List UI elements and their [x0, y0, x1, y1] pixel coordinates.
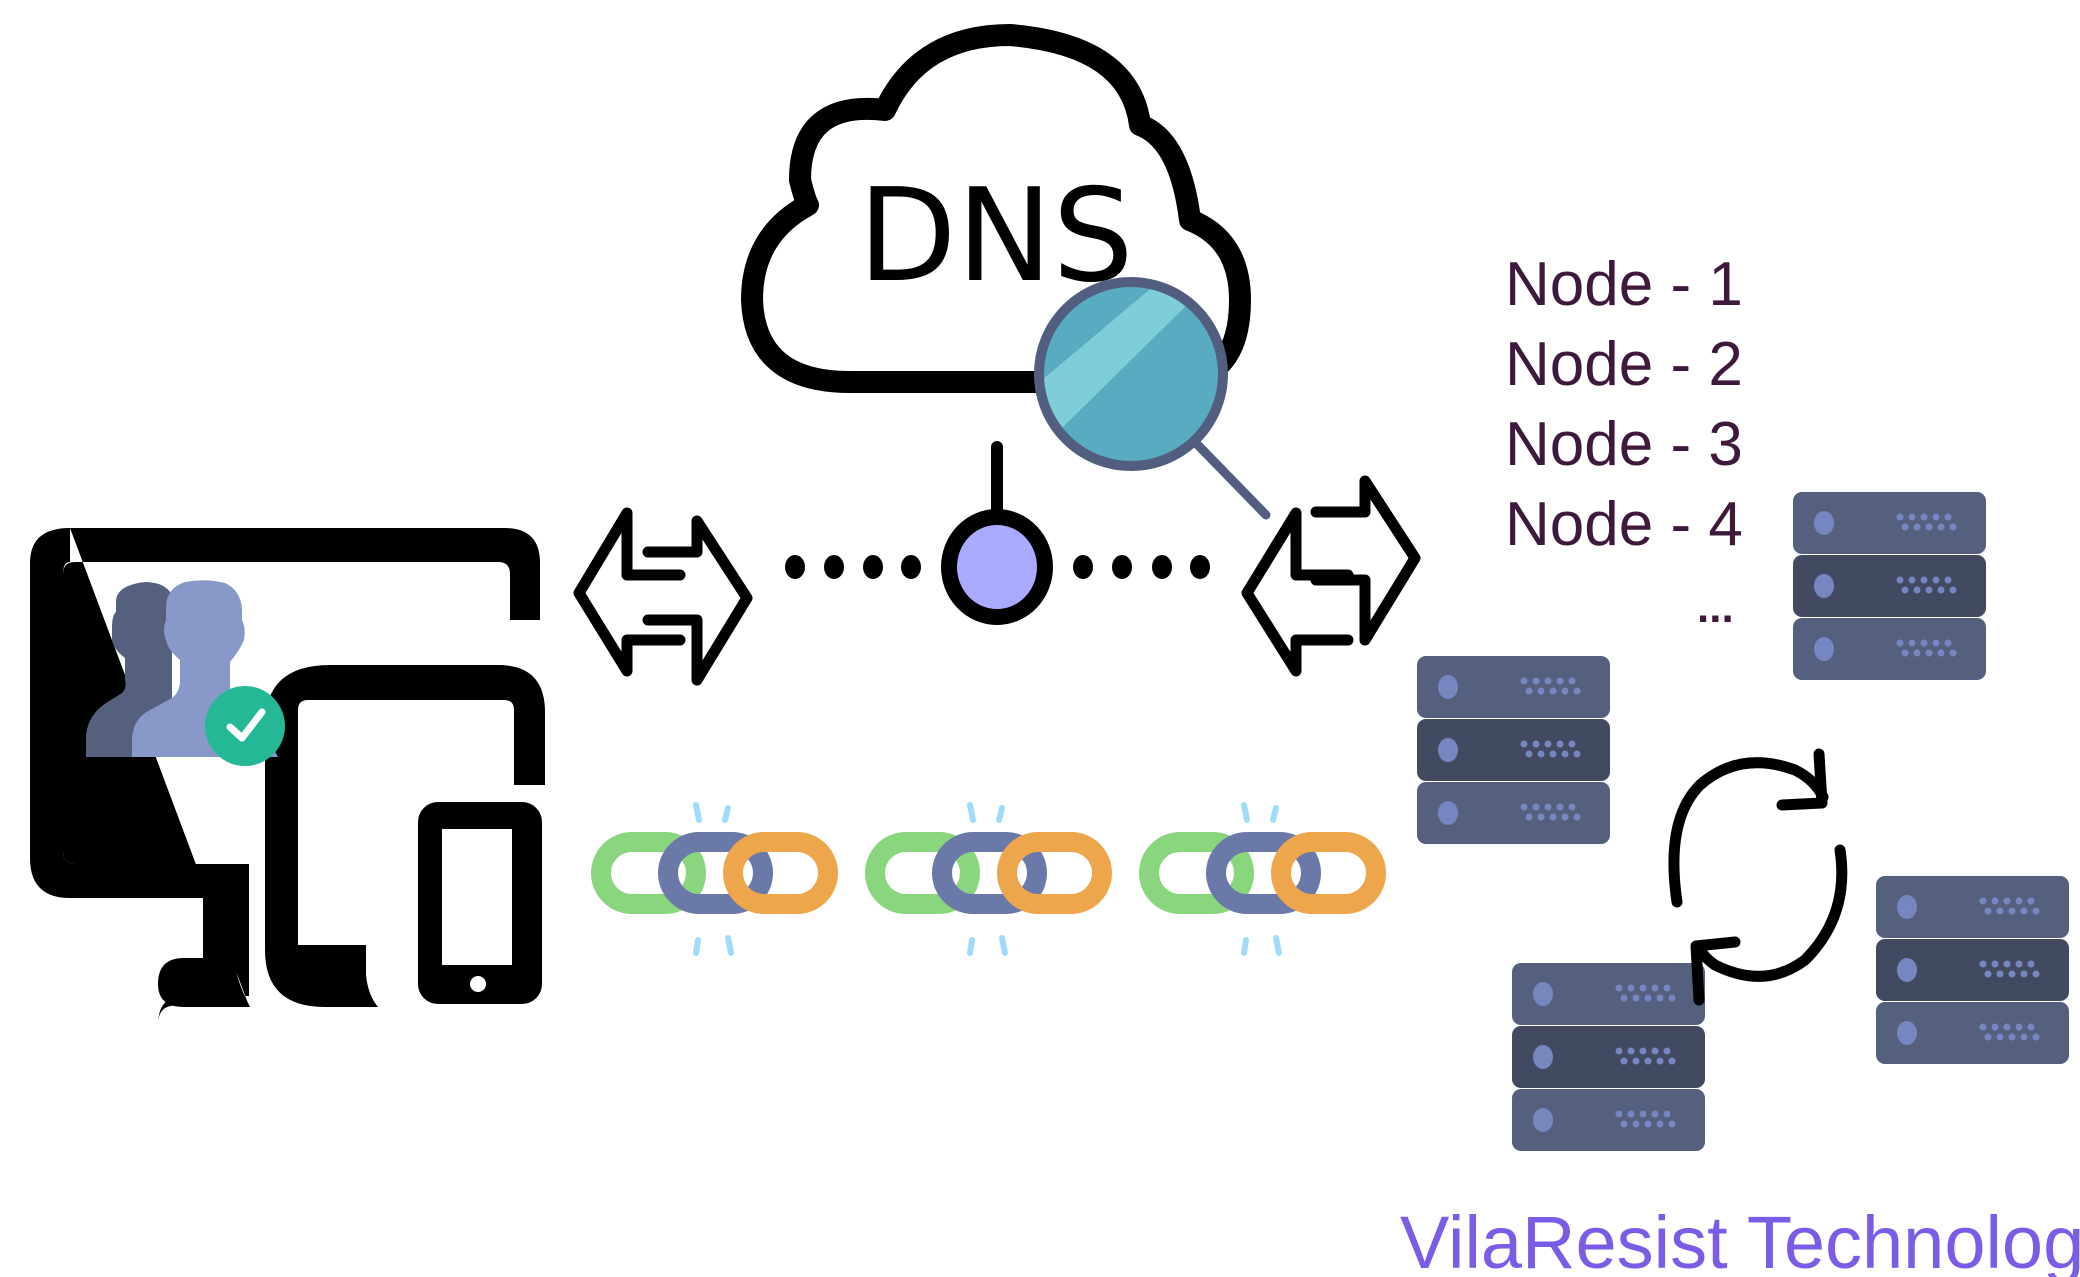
resolver-connector: [785, 441, 1210, 625]
double-arrow-icon-left: [573, 507, 753, 686]
check-badge-icon: [205, 686, 285, 766]
server-rack-icon: [1793, 492, 1986, 680]
monitor-icon: [63, 528, 540, 1025]
dotted-line-left: [785, 555, 921, 579]
double-arrow-icon-right: [1241, 475, 1421, 677]
node-list-item: Node - 1: [1505, 250, 1743, 319]
node-list-item: Node - 2: [1505, 330, 1743, 399]
devices-icon: [30, 528, 545, 1025]
node-list-item: Node - 3: [1505, 410, 1743, 479]
dotted-line-right: [1073, 555, 1210, 579]
chain-spark: [722, 805, 731, 823]
chain-spark: [1241, 937, 1249, 956]
resolver-node: [941, 509, 1053, 625]
chain-spark: [693, 937, 701, 956]
chain-spark: [1270, 805, 1279, 823]
chain-links-row: [591, 802, 1386, 956]
server-cluster: [1417, 492, 2069, 1151]
server-rack-icon: [1512, 963, 1705, 1151]
chain-spark: [967, 802, 976, 823]
node-list-more: ...: [1697, 583, 1734, 632]
brand-label: VilaResist Technology: [1400, 1201, 2080, 1277]
server-rack-icon: [1417, 656, 1610, 844]
node-list-item: Node - 4: [1505, 490, 1743, 559]
cloud-icon: DNS: [741, 24, 1251, 393]
node-list: Node - 1 Node - 2 Node - 3 Node - 4 ...: [1505, 250, 1743, 632]
chain-link-icon: [591, 802, 838, 956]
refresh-icon: [1668, 748, 1848, 1006]
chain-link-icon: [865, 802, 1112, 956]
chain-spark: [999, 935, 1008, 956]
tablet-icon: [265, 665, 545, 1007]
chain-spark: [1241, 802, 1250, 823]
dns-label: DNS: [858, 162, 1134, 311]
chain-spark: [967, 937, 975, 956]
chain-link-icon: [1139, 802, 1386, 956]
chain-spark: [725, 935, 734, 956]
chain-spark: [693, 802, 702, 823]
phone-icon: [418, 802, 542, 1004]
server-rack-icon: [1876, 876, 2069, 1064]
chain-spark: [996, 805, 1005, 823]
magnifier-icon: [1034, 277, 1271, 520]
chain-spark: [1273, 935, 1282, 956]
